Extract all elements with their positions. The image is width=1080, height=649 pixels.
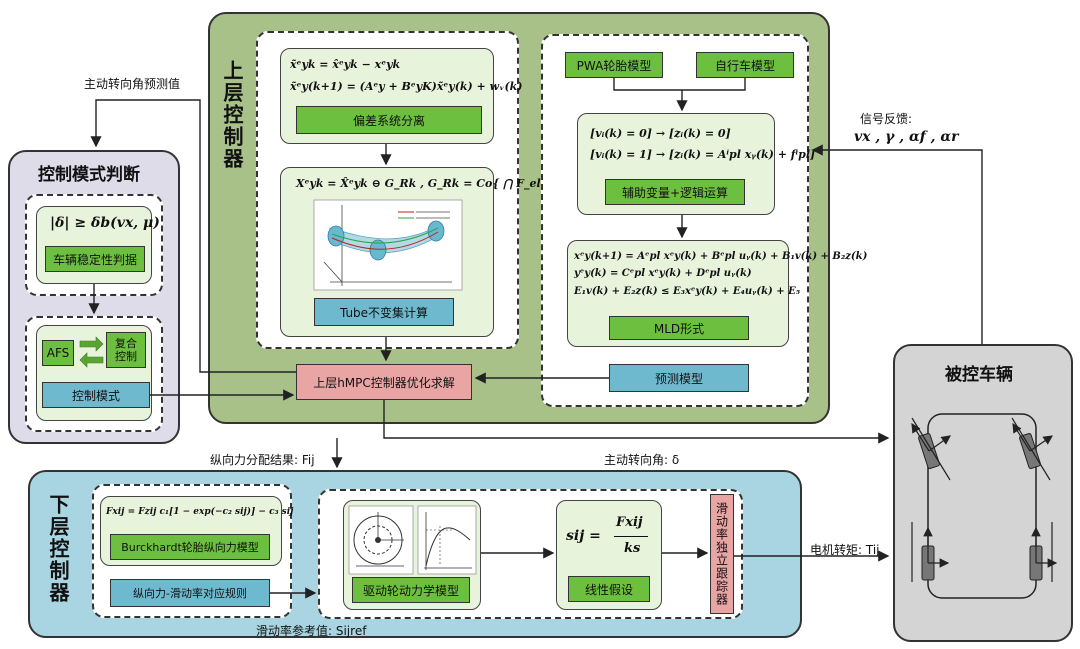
tube-calc-box: Tube不变集计算 [314,298,454,326]
composite-control-label: 复合 控制 [115,336,137,363]
control-mode-box: 控制模式 [42,382,150,408]
slip-eq-numerator: Fxij [616,515,643,530]
steer-prediction-label: 主动转向角预测值 [84,77,181,91]
bicycle-model-box: 自行车模型 [696,52,794,78]
composite-control-box: 复合 控制 [106,332,146,368]
burckhardt-eq: Fxij = Fzij c₁[1 − exp(−c₂ sij)] − c₃ si… [106,507,294,517]
aux-logic-box: 辅助变量+逻辑运算 [605,179,745,205]
mld-eq-3: E₁v(k) + E₂z(k) ≤ E₃xᵉy(k) + E₄uᵧ(k) + E… [574,286,801,297]
slip-tracker-box: 滑动率独立跟踪器 [710,494,734,614]
stability-criterion-box: 车辆稳定性判据 [45,246,145,272]
burckhardt-model-box: Burckhardt轮胎纵向力模型 [110,534,270,560]
long-force-result-label: 纵向力分配结果: Fij [210,453,315,467]
afs-box: AFS [42,340,74,366]
feedback-title-label: 信号反馈: [860,112,913,126]
linear-assumption-box: 线性假设 [568,576,650,602]
mld-eq-2: yᵉy(k) = Cᵉpl xᵉy(k) + Dᵉpl uᵧ(k) [574,268,752,279]
motor-torque-label: 电机转矩: Tij [810,543,880,557]
slip-eq-denominator: ks [624,541,641,556]
lower-controller-title: 下层控制器 [46,494,70,604]
logic-eq-1: [vᵢ(k) = 0] → [zᵢ(k) = 0] [590,127,731,140]
logic-eq-2: [vᵢ(k) = 1] → [zᵢ(k) = Aⁱpl xᵧ(k) + fⁱpl… [590,148,816,161]
mld-eq-1: xᵉy(k+1) = Aᵉpl xᵉy(k) + Bᵉpl uᵧ(k) + B₁… [574,251,868,262]
stability-condition: |δ| ≥ δb(vx, μ) [50,215,160,231]
upper-right-dashed-group [541,34,809,407]
mode-judge-title: 控制模式判断 [38,165,140,185]
mld-form-box: MLD形式 [609,316,749,340]
wheel-dynamics-box: 驱动轮动力学模型 [352,577,470,603]
slip-eq-lhs: sij = [566,528,601,544]
deviation-separation-box: 偏差系统分离 [296,106,482,134]
deviation-eq-2: x̃ᵉy(k+1) = (Aᵉy + BᵉyK)x̃ᵉy(k) + wᵥ(k) [290,80,523,93]
force-slip-rule-box: 纵向力-滑动率对应规则 [110,579,270,607]
feedback-vars-label: vx , γ , αf , αr [854,129,959,145]
slip-reference-label: 滑动率参考值: Sijref [256,624,367,638]
slip-tracker-label: 滑动率独立跟踪器 [714,502,729,606]
active-steer-angle-label: 主动转向角: δ [604,453,680,467]
pwa-tire-model-box: PWA轮胎模型 [565,52,663,78]
predict-model-box: 预测模型 [609,364,749,392]
vehicle-panel [893,344,1073,642]
hmpc-solver-box: 上层hMPC控制器优化求解 [296,364,472,400]
upper-controller-title: 上层控制器 [220,60,244,170]
deviation-eq-1: x̃ᵉyk = x̂ᵉyk − xᵉyk [290,58,401,71]
slip-eq-fraction-bar [614,536,648,537]
tube-eq: Xᵉyk = X̂ᵉyk ⊖ G_Rk , G_Rk = Co{ ⋂ F_el … [296,177,552,190]
vehicle-title: 被控车辆 [945,365,1013,385]
